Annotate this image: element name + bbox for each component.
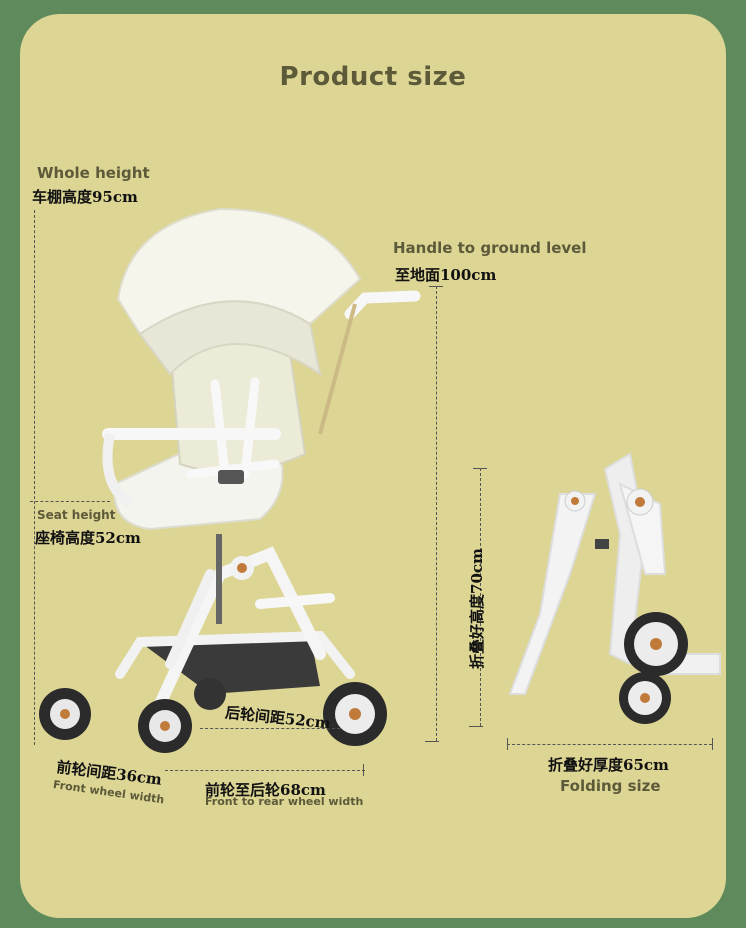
folded-height-label: 折叠好高度70cm [468, 548, 486, 669]
page-title: Product size [279, 62, 467, 92]
product-size-card: Product size Whole height 车棚高度95cm Handl… [20, 14, 726, 918]
handle-height-dimension-line [436, 286, 437, 741]
seat-height-en-label: Seat height [37, 508, 116, 522]
folded-height-bottom-tick [469, 726, 483, 727]
stroller-illustration [39, 207, 721, 753]
whole-height-cn-label: 车棚高度95cm [32, 188, 138, 206]
folded-stroller [508, 452, 721, 724]
folded-thickness-dimension-line [507, 744, 712, 745]
front-wheel-right [138, 699, 192, 753]
whole-height-en-label: Whole height [37, 164, 150, 182]
handle-height-cn-label: 至地面100cm [395, 266, 497, 284]
front-rear-en-label: Front to rear wheel width [205, 795, 364, 808]
folded-thickness-right-tick [712, 738, 713, 750]
folded-height-top-tick [473, 468, 487, 469]
folding-size-en-label: Folding size [560, 777, 661, 795]
front-rear-dimension-line [165, 770, 365, 771]
whole-height-dimension-line [34, 210, 35, 745]
handle-top-tick [429, 286, 443, 287]
handle-bottom-tick [425, 741, 439, 742]
push-handle [344, 290, 421, 320]
folded-height-dimension-line [480, 468, 481, 726]
handle-height-en-label: Handle to ground level [393, 239, 587, 257]
rear-wheel [323, 682, 387, 746]
front-rear-end-tick [363, 764, 364, 776]
rear-wheel-dimension-line [200, 728, 340, 729]
folded-thickness-left-tick [507, 738, 508, 750]
folded-thickness-label: 折叠好厚度65cm [548, 756, 669, 774]
seat-height-guide-line [30, 501, 110, 502]
seat-height-cn-label: 座椅高度52cm [35, 529, 141, 547]
front-rear-distance-label: 前轮至后轮68cm [205, 781, 326, 799]
front-wheel-left [39, 688, 91, 740]
